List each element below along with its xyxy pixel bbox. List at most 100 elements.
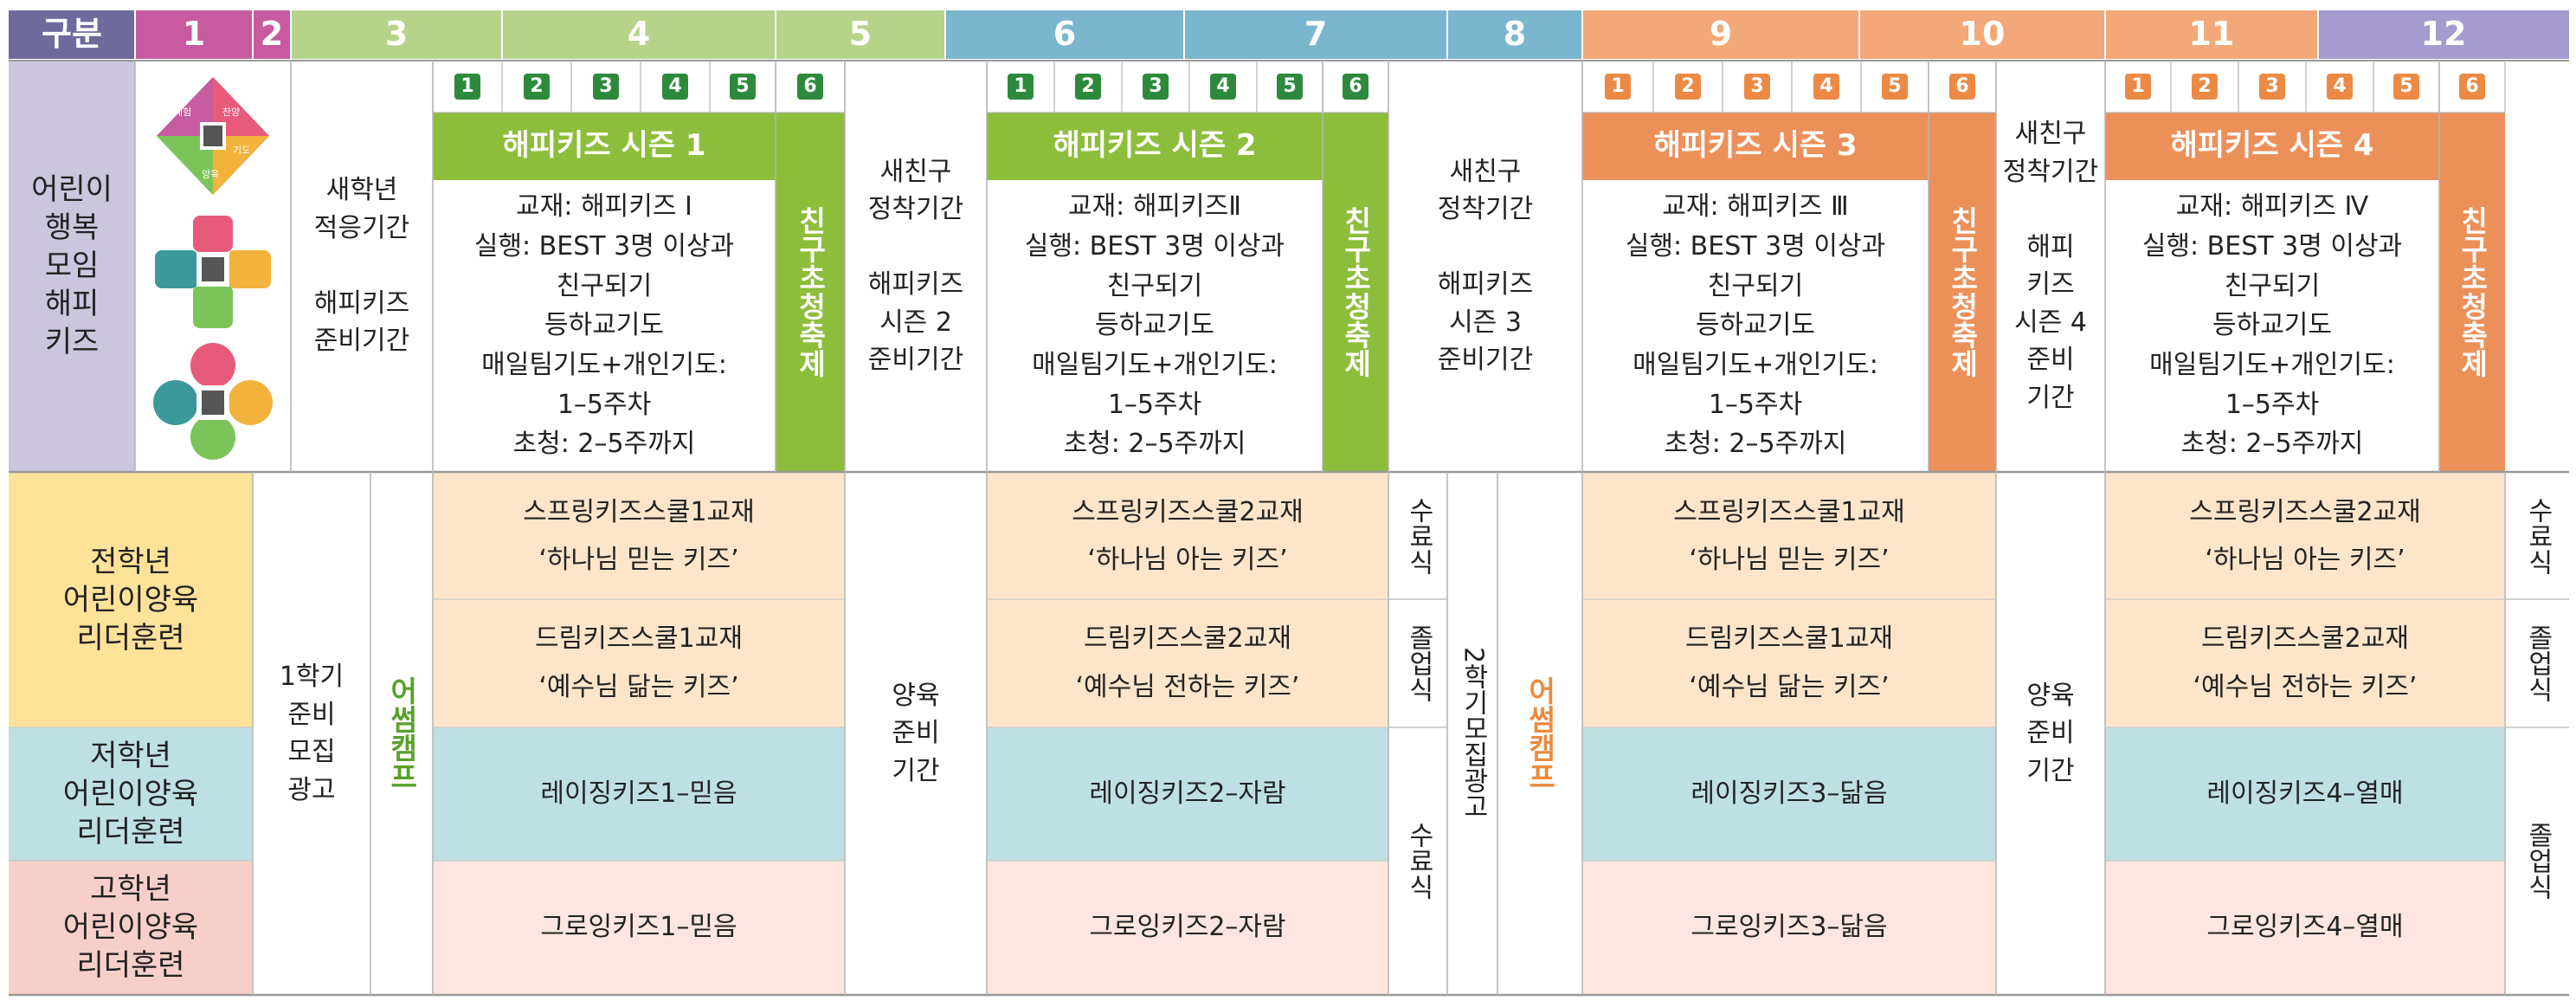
detail-line: 등하교기도: [1095, 310, 1214, 341]
graduation-ceremony-1: 졸업식: [1403, 624, 1434, 702]
sem2-recruit-ad: 2학기모집광고: [1458, 647, 1489, 820]
week-number-box: 1: [1008, 74, 1034, 100]
season3-week-2: 2: [1653, 61, 1723, 113]
book-subtitle: ‘예수님 전하는 키즈’: [1075, 672, 1300, 703]
season1-week-5: 5: [710, 61, 776, 113]
season3-week-4: 4: [1792, 61, 1861, 113]
book-title: 스프링키즈스쿨1교재: [523, 496, 755, 527]
detail-line: 실행: BEST 3명 이상과: [1024, 230, 1285, 262]
book-title: 드림키즈스쿨2교재: [2201, 623, 2409, 655]
week-number-box: 3: [1744, 74, 1770, 100]
growing-kids-3: 그로잉키즈3–닮음: [1582, 861, 1996, 994]
graduation-ceremony-2: 졸업식: [2522, 624, 2553, 702]
season4-title: 해피키즈 시즌 4: [2105, 113, 2439, 180]
week-number-box: 6: [1949, 74, 1975, 100]
detail-line: 1–5주차: [2225, 389, 2320, 420]
training-row-high: 고학년 어린이양육 리더훈련: [9, 861, 253, 994]
season2-prep-text: 새친구 정착기간 해피키즈 시즌 2 준비기간: [867, 156, 964, 376]
header-month-2: 2: [253, 10, 291, 59]
season4-prep-text: 새친구 정착기간 해피 키즈 시즌 4 준비 기간: [2002, 119, 2099, 413]
detail-line: 매일팀기도+개인기도:: [481, 349, 727, 380]
dream-kids-school-1-fall: 드림키즈스쿨1교재 ‘예수님 닮는 키즈’: [1582, 599, 1996, 727]
season4-week-4: 4: [2306, 61, 2373, 113]
spring-kids-school-1: 스프링키즈스쿨1교재 ‘하나님 믿는 키즈’: [433, 473, 845, 599]
season2-week-2: 2: [1054, 61, 1122, 113]
header-month-8: 8: [1447, 10, 1582, 59]
book-title: 스프링키즈스쿨2교재: [1072, 496, 1304, 527]
graduation-ceremony-3: 졸업식: [2522, 822, 2553, 900]
completion-ceremony-1: 수료식: [1403, 497, 1434, 575]
week-number-box: 6: [2459, 74, 2485, 100]
book-subtitle: ‘하나님 아는 키즈’: [2205, 544, 2405, 575]
week-number-box: 3: [2259, 74, 2285, 100]
spring-kids-school-2-fall: 스프링키즈스쿨2교재 ‘하나님 아는 키즈’: [2105, 473, 2505, 599]
season2-festival: 친구초청축제: [1323, 113, 1388, 471]
book-subtitle: ‘하나님 믿는 키즈’: [538, 544, 739, 575]
week-number-box: 6: [1343, 74, 1368, 100]
spring-kids-school-1-fall: 스프링키즈스쿨1교재 ‘하나님 믿는 키즈’: [1582, 473, 1996, 599]
growing-kids-4: 그로잉키즈4–열매: [2105, 861, 2505, 994]
season2-week-4: 4: [1189, 61, 1257, 113]
header-month-4: 4: [502, 10, 776, 59]
detail-line: 교재: 해피키즈 Ⅰ: [516, 191, 692, 223]
diamond-emblem-icon: [157, 77, 269, 195]
detail-line: 친구되기: [2224, 270, 2321, 301]
detail-line: 매일팀기도+개인기도:: [1633, 349, 1878, 380]
season4-week-3: 3: [2238, 61, 2306, 113]
cross-emblem-icon: [155, 216, 271, 328]
season3-week-1: 1: [1582, 61, 1653, 113]
season3-title: 해피키즈 시즌 3: [1582, 113, 1929, 180]
week-number-box: 5: [2393, 74, 2419, 100]
week-number-box: 1: [2125, 74, 2151, 100]
season4-details: 교재: 해피키즈 Ⅳ 실행: BEST 3명 이상과 친구되기 등하교기도 매일…: [2105, 180, 2439, 471]
season3-week-3: 3: [1723, 61, 1792, 113]
week-number-box: 3: [1143, 74, 1169, 100]
detail-line: 매일팀기도+개인기도:: [2149, 349, 2395, 380]
raising-kids-3: 레이징키즈3–닮음: [1582, 727, 1996, 861]
detail-line: 실행: BEST 3명 이상과: [1625, 230, 1886, 262]
header-month-1: 1: [135, 10, 253, 59]
season4-week-5: 5: [2373, 61, 2439, 113]
detail-line: 교재: 해피키즈 Ⅲ: [1662, 191, 1849, 223]
header-month-5: 5: [776, 10, 945, 59]
season1-festival: 친구초청축제: [776, 113, 845, 471]
week-number-box: 2: [524, 74, 550, 100]
detail-line: 실행: BEST 3명 이상과: [473, 230, 735, 262]
season1-week-3: 3: [571, 61, 641, 113]
header-month-6: 6: [945, 10, 1184, 59]
week-number-box: 1: [1605, 74, 1631, 100]
season1-details: 교재: 해피키즈 Ⅰ 실행: BEST 3명 이상과 친구되기 등하교기도 매일…: [433, 180, 776, 471]
detail-line: 등하교기도: [2212, 310, 2332, 341]
header-month-3: 3: [291, 10, 502, 59]
sem1-prep-text: 새학년 적응기간 해피키즈 준비기간: [313, 175, 410, 357]
header-month-7: 7: [1184, 10, 1447, 59]
detail-line: 친구되기: [556, 270, 653, 301]
detail-line: 1–5주차: [1107, 389, 1202, 420]
season2-title: 해피키즈 시즌 2: [987, 113, 1323, 180]
season2-details: 교재: 해피키즈Ⅱ 실행: BEST 3명 이상과 친구되기 등하교기도 매일팀…: [987, 180, 1323, 471]
detail-line: 교재: 해피키즈Ⅱ: [1067, 191, 1241, 223]
week-number-box: 5: [1277, 74, 1303, 100]
detail-line: 등하교기도: [1696, 310, 1815, 341]
season2-week-1: 1: [987, 61, 1054, 113]
header-month-10: 10: [1859, 10, 2105, 59]
week-number-box: 5: [1882, 74, 1908, 100]
detail-line: 1–5주차: [557, 389, 652, 420]
detail-line: 초청: 2–5주까지: [2180, 429, 2364, 460]
growing-kids-2: 그로잉키즈2–자람: [987, 861, 1388, 994]
completion-ceremony-3: 수료식: [2522, 497, 2553, 575]
nurture-prep-1: 양육 준비 기간: [892, 680, 940, 786]
logo-label-prayer: 기도: [233, 145, 250, 156]
week-number-box: 4: [2327, 74, 2353, 100]
week-number-box: 6: [797, 74, 823, 100]
week-number-box: 2: [1075, 74, 1101, 100]
spring-kids-school-2: 스프링키즈스쿨2교재 ‘하나님 아는 키즈’: [987, 473, 1388, 599]
week-number-box: 4: [662, 74, 688, 100]
detail-line: 친구되기: [1106, 270, 1203, 301]
book-subtitle: ‘하나님 믿는 키즈’: [1689, 544, 1890, 575]
book-title: 드림키즈스쿨1교재: [1685, 623, 1893, 655]
logo-label-praise: 찬양: [222, 106, 240, 118]
logo-label-nurture: 양육: [202, 169, 219, 180]
